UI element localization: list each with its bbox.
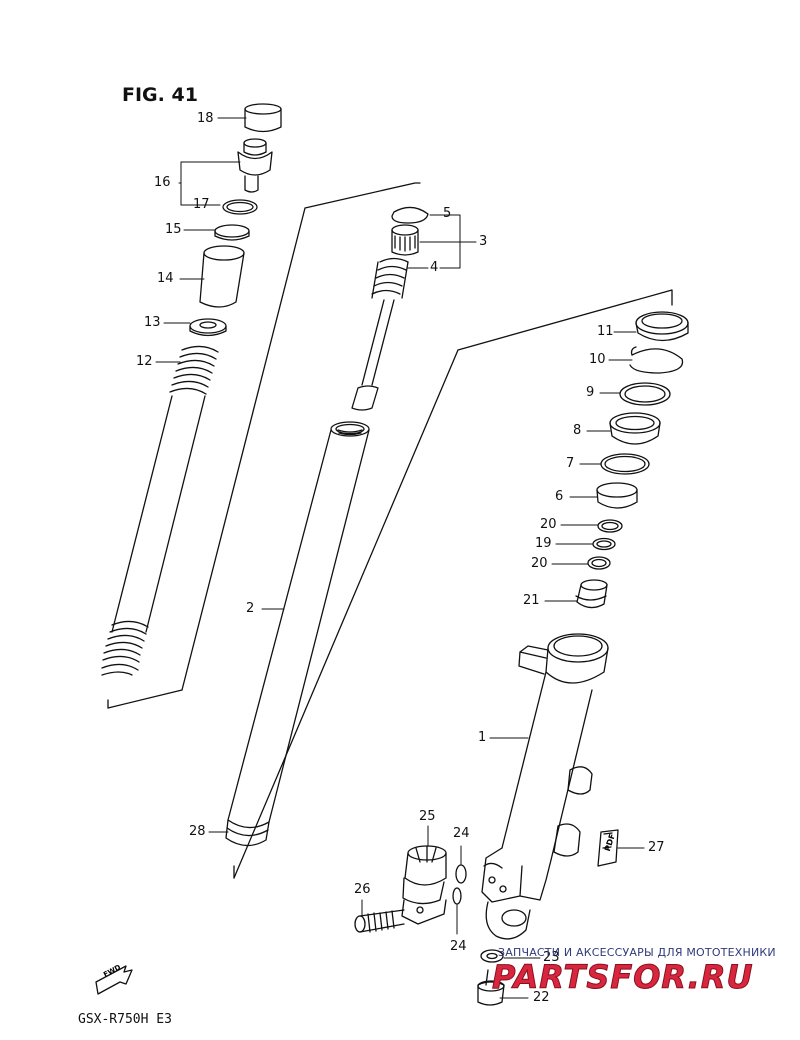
group-frame-outer-tube [233, 289, 673, 879]
part-label-15: 15 [165, 222, 182, 237]
model-code: GSX-R750H E3 [78, 1012, 172, 1027]
figure-title: FIG. 41 [122, 84, 198, 106]
part-label-10: 10 [589, 352, 606, 367]
leader-lines [155, 117, 645, 999]
part-label-14: 14 [157, 271, 174, 286]
part-label-4: 4 [430, 260, 439, 275]
group-frame-spring [107, 689, 183, 709]
adjuster-o-ring-upper [455, 864, 467, 884]
part-label-20-lower: 20 [531, 556, 548, 571]
group-frame-inner-tube [181, 182, 421, 691]
part-label-24-upper: 24 [453, 826, 470, 841]
stopper-ring [629, 346, 684, 374]
o-ring-upper-inner [601, 521, 619, 531]
seal-spacer [609, 412, 661, 445]
part-label-25: 25 [419, 809, 436, 824]
part-label-6: 6 [555, 489, 564, 504]
part-label-7: 7 [566, 456, 575, 471]
oil-seal [619, 382, 671, 406]
cap-o-ring-inner [226, 201, 254, 213]
part-label-24-lower: 24 [450, 939, 467, 954]
bottom-bolt [477, 969, 505, 1006]
part-label-23: 23 [543, 950, 560, 965]
spacer-tube [199, 245, 245, 308]
part-label-3: 3 [479, 234, 488, 249]
part-label-22: 22 [533, 990, 550, 1005]
part-label-26: 26 [354, 882, 371, 897]
part-label-9: 9 [586, 385, 595, 400]
part-label-18: 18 [197, 111, 214, 126]
part-label-17: 17 [193, 197, 210, 212]
part-label-11: 11 [597, 324, 614, 339]
watermark-logo: PARTSFOR.RU [491, 958, 754, 997]
adjuster-bolt [354, 909, 405, 933]
part-label-27: 27 [648, 840, 665, 855]
part-label-19: 19 [535, 536, 552, 551]
part-label-1: 1 [478, 730, 487, 745]
watermark-tagline: ЗАПЧАСТИ И АКСЕССУАРЫ ДЛЯ МОТОТЕХНИКИ [498, 946, 776, 959]
part-label-28: 28 [189, 824, 206, 839]
fwd-arrow-icon [95, 965, 133, 995]
seal-washer [600, 453, 650, 475]
part-label-5: 5 [443, 206, 452, 221]
part-label-16: 16 [154, 175, 171, 190]
fork-spring [101, 345, 219, 676]
centering-ring [592, 537, 616, 551]
part-label-20-upper: 20 [540, 517, 557, 532]
o-ring-lower-inner [591, 558, 607, 568]
spacer-washer [214, 224, 250, 241]
spring-seat [189, 318, 227, 337]
damper-adjuster-housing [401, 845, 447, 925]
part-label-2: 2 [246, 601, 255, 616]
damper-rod-top [391, 224, 419, 256]
damper-rod [351, 299, 395, 411]
snap-ring [391, 206, 429, 224]
drain-washer [480, 949, 504, 963]
part-label-8: 8 [573, 423, 582, 438]
part-label-12: 12 [136, 354, 153, 369]
guide-bushing [596, 482, 638, 509]
o-ring-upper [597, 519, 623, 533]
cap-bolt [237, 138, 273, 193]
centering-ring-inner [596, 540, 612, 548]
inner-fork-tube [225, 421, 370, 847]
rebound-spring [371, 257, 409, 299]
part-label-21: 21 [523, 593, 540, 608]
cap-o-ring [222, 199, 258, 215]
outer-fork-tube [481, 633, 609, 940]
fork-cap [244, 103, 282, 133]
o-ring-lower [587, 556, 611, 570]
oil-lock-piece [575, 579, 608, 609]
adjuster-o-ring-lower [452, 887, 462, 905]
dust-seal [635, 311, 689, 342]
pdf-label-plate [597, 829, 619, 867]
part-label-13: 13 [144, 315, 161, 330]
